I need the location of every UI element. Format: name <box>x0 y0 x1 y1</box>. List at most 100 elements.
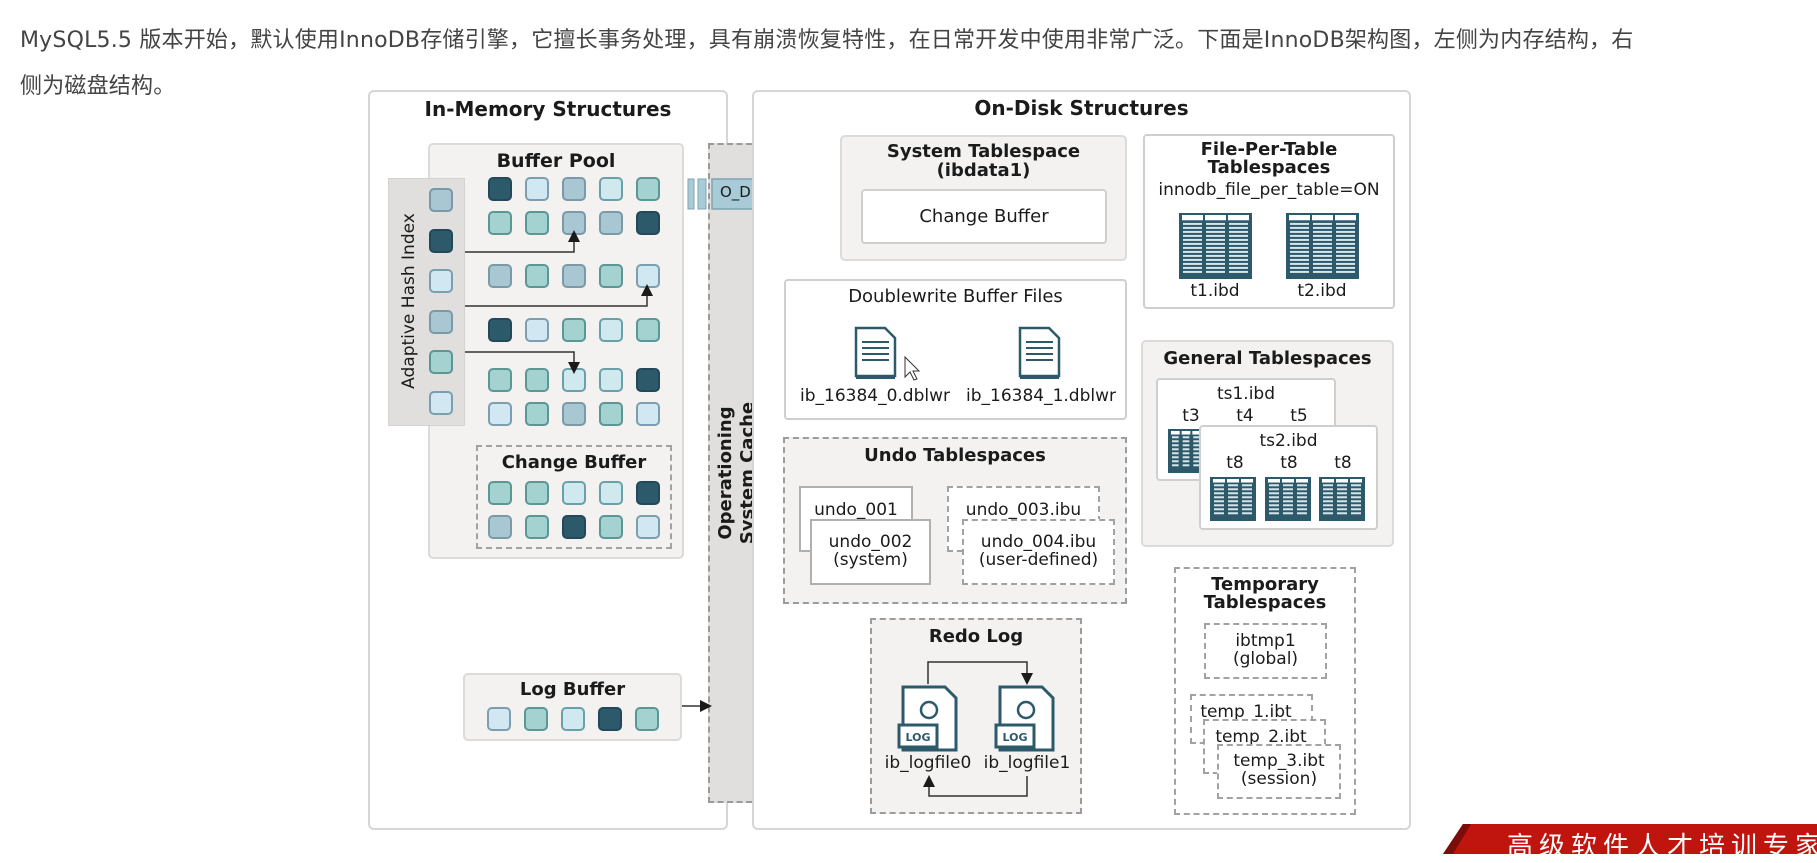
temp-1-label: temp_1.ibt <box>1200 702 1292 722</box>
redo-logfile-1: ib_logfile1 <box>983 753 1071 773</box>
buffer-pool-page <box>525 177 549 201</box>
buffer-pool-page <box>525 318 549 342</box>
change-buffer-page <box>636 515 660 539</box>
ahi-arrows <box>465 230 653 374</box>
hash-index-entry <box>429 269 453 293</box>
buffer-pool-page <box>525 368 549 392</box>
buffer-pool-page <box>636 264 660 288</box>
buffer-pool-page <box>488 318 512 342</box>
undo-002-label: undo_002 (system) <box>810 533 931 569</box>
temporary-title-line-2: Tablespaces <box>1203 592 1327 613</box>
buffer-pool-page <box>636 318 660 342</box>
log-buffer-entry <box>487 707 511 731</box>
log-buffer-entry <box>561 707 585 731</box>
buffer-pool-page <box>636 402 660 426</box>
redo-cycle-arrow-bottom <box>923 775 1028 797</box>
table-file-icon <box>1168 429 1204 473</box>
redo-cycle-arrow-top <box>927 661 1033 685</box>
doc-icon <box>1018 326 1061 379</box>
buffer-pool-page <box>562 211 586 235</box>
buffer-pool-page <box>562 368 586 392</box>
undo-004-note: (user-defined) <box>978 550 1099 570</box>
general-tablespaces-title: General Tablespaces <box>1163 348 1372 369</box>
change-buffer-page <box>525 481 549 505</box>
o-direct-stripe-1 <box>687 178 695 210</box>
change-buffer-page <box>599 515 623 539</box>
buffer-pool-page <box>599 264 623 288</box>
log-buffer-entry <box>524 707 548 731</box>
change-buffer-page <box>599 481 623 505</box>
ts2-table-1: t8 <box>1280 453 1298 473</box>
buffer-pool-page <box>488 211 512 235</box>
file-per-table-title-line-2: Tablespaces <box>1207 157 1331 178</box>
doublewrite-file-1: ib_16384_1.dblwr <box>965 386 1116 406</box>
log-badge-1: LOG <box>1003 731 1028 744</box>
buffer-pool-page <box>488 368 512 392</box>
hash-index-entry <box>429 188 453 212</box>
memory-change-buffer-title: Change Buffer <box>501 452 647 473</box>
doublewrite-box <box>784 279 1127 420</box>
undo-002-name: undo_002 <box>828 532 913 552</box>
change-buffer-page <box>562 481 586 505</box>
buffer-pool-page <box>562 264 586 288</box>
redo-logfile-0: ib_logfile0 <box>884 753 972 773</box>
ts1-table-t4: t4 <box>1236 406 1254 426</box>
buffer-pool-page <box>488 177 512 201</box>
log-buffer-entry <box>635 707 659 731</box>
system-change-buffer-box: Change Buffer <box>861 189 1107 244</box>
on-disk-title: On-Disk Structures <box>974 96 1189 120</box>
buffer-pool-page <box>525 402 549 426</box>
ts1-table-t3: t3 <box>1182 406 1200 426</box>
log-file-icon: LOG <box>994 685 1055 752</box>
ibtmp1-label: ibtmp1 (global) <box>1204 632 1327 668</box>
log-buffer-title: Log Buffer <box>519 679 626 700</box>
doublewrite-file-icons <box>854 326 1061 381</box>
redo-log-graphics: LOG LOG <box>897 661 1055 797</box>
undo-001-label: undo_001 <box>814 500 898 520</box>
buffer-pool-page <box>636 177 660 201</box>
intro-line-1: MySQL5.5 版本开始，默认使用InnoDB存储引擎，它擅长事务处理，具有崩… <box>20 28 1634 53</box>
temp-3-name: temp_3.ibt <box>1233 751 1325 771</box>
ts2-table-0: t8 <box>1226 453 1244 473</box>
file-per-table-title-line-1: File-Per-Table <box>1200 139 1338 160</box>
change-buffer-page <box>562 515 586 539</box>
brand-banner: 高级软件人才培训专家 <box>1443 824 1817 862</box>
log-badge-0: LOG <box>906 731 931 744</box>
intro-paragraph: MySQL5.5 版本开始，默认使用InnoDB存储引擎，它擅长事务处理，具有崩… <box>20 18 1780 110</box>
table-file-icon <box>1265 477 1311 521</box>
in-memory-title: In-Memory Structures <box>424 97 672 121</box>
buffer-pool-page <box>525 264 549 288</box>
buffer-pool-page <box>599 402 623 426</box>
temp-3-box <box>1217 744 1341 799</box>
buffer-pool-title: Buffer Pool <box>496 150 616 172</box>
log-buffer-entry <box>598 707 622 731</box>
buffer-pool-page <box>488 402 512 426</box>
hash-index-entry <box>429 390 453 415</box>
buffer-pool-page <box>562 177 586 201</box>
change-buffer-page <box>636 481 660 505</box>
system-tablespace-title-line-2: (ibdata1) <box>936 160 1031 181</box>
table-file-icon <box>1179 213 1252 279</box>
change-buffer-page <box>488 515 512 539</box>
buffer-pool-page <box>562 318 586 342</box>
banner-text: 高级软件人才培训专家 <box>1507 832 1817 862</box>
hash-index-entry <box>429 228 453 253</box>
mouse-cursor-icon <box>904 355 921 381</box>
undo-004-label: undo_004.ibu (user-defined) <box>962 533 1115 569</box>
ibtmp1-name: ibtmp1 <box>1235 631 1296 651</box>
undo-003-label: undo_003.ibu <box>965 500 1082 520</box>
ts2-name: ts2.ibd <box>1259 431 1318 451</box>
file-per-table-file-1: t2.ibd <box>1297 281 1347 301</box>
doublewrite-file-0: ib_16384_0.dblwr <box>799 386 950 406</box>
buffer-pool-page <box>599 177 623 201</box>
undo-002-box <box>810 519 931 585</box>
doublewrite-title: Doublewrite Buffer Files <box>848 286 1063 307</box>
ibtmp1-note: (global) <box>1232 649 1299 669</box>
undo-004-box <box>962 519 1115 585</box>
change-buffer-page <box>525 515 549 539</box>
redo-log-title: Redo Log <box>928 626 1024 647</box>
buffer-pool-page <box>636 368 660 392</box>
temporary-tablespaces-title: Temporary Tablespaces <box>1174 576 1356 612</box>
ahi-arrow-3 <box>465 351 580 374</box>
buffer-pool-page <box>488 264 512 288</box>
